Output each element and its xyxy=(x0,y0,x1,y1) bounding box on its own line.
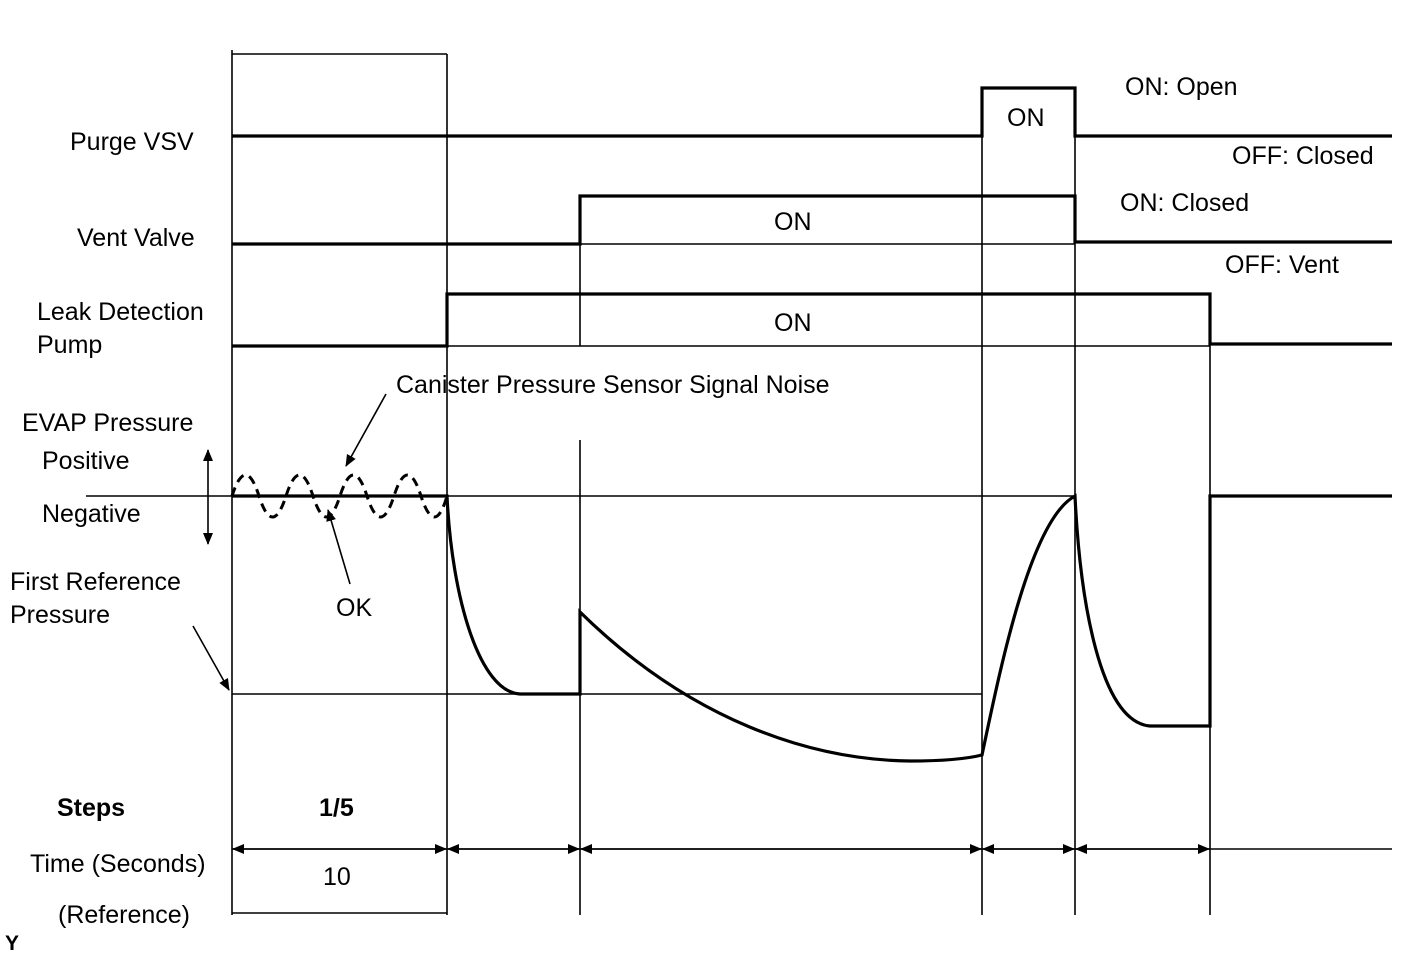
leak-pump-label-line2: Pump xyxy=(37,331,102,359)
noise-callout-arrow xyxy=(345,393,387,467)
negative-label: Negative xyxy=(42,500,141,528)
vent-valve-signal: Vent Valve ON ON: Closed OFF: Vent xyxy=(77,189,1392,279)
steps-label: Steps xyxy=(57,794,125,822)
vent-valve-label: Vent Valve xyxy=(77,224,195,252)
time-value: 10 xyxy=(323,863,351,891)
evap-pressure-section: EVAP Pressure Positive Negative Canister… xyxy=(10,371,1392,763)
vent-valve-on-state: ON: Closed xyxy=(1120,189,1249,217)
corner-mark: Y xyxy=(5,932,19,955)
evap-pressure-label: EVAP Pressure xyxy=(22,409,193,437)
leak-pump-waveform xyxy=(232,292,1392,348)
ok-callout: OK xyxy=(336,594,372,622)
vent-valve-waveform xyxy=(232,194,1392,246)
purge-vsv-waveform xyxy=(232,86,1392,138)
leak-pump-label-line1: Leak Detection xyxy=(37,298,204,326)
leak-pump-on-text: ON xyxy=(774,309,812,337)
purge-vsv-off-state: OFF: Closed xyxy=(1232,142,1374,170)
baselines xyxy=(86,243,1210,695)
leak-pump-signal: Leak Detection Pump ON xyxy=(37,292,1392,359)
evap-pressure-waveform xyxy=(232,493,1392,763)
vent-valve-off-state: OFF: Vent xyxy=(1225,251,1339,279)
time-label: Time (Seconds) xyxy=(30,850,206,878)
purge-vsv-label: Purge VSV xyxy=(70,128,194,156)
first-reference-label-line2: Pressure xyxy=(10,601,110,629)
step-value: 1/5 xyxy=(319,794,354,822)
footer-section: Steps 1/5 Time (Seconds) (Reference) 10 xyxy=(30,794,1392,929)
phase-boundaries xyxy=(231,50,1211,915)
purge-vsv-signal: Purge VSV ON ON: Open OFF: Closed xyxy=(70,73,1392,170)
noise-callout: Canister Pressure Sensor Signal Noise xyxy=(396,371,830,399)
vent-valve-on-text: ON xyxy=(774,208,812,236)
ok-callout-arrow xyxy=(326,509,351,585)
first-reference-arrow xyxy=(192,625,230,691)
purge-vsv-on-text: ON xyxy=(1007,104,1045,132)
first-reference-label-line1: First Reference xyxy=(10,568,181,596)
reference-label: (Reference) xyxy=(58,901,190,929)
purge-vsv-on-state: ON: Open xyxy=(1125,73,1238,101)
positive-label: Positive xyxy=(42,447,130,475)
